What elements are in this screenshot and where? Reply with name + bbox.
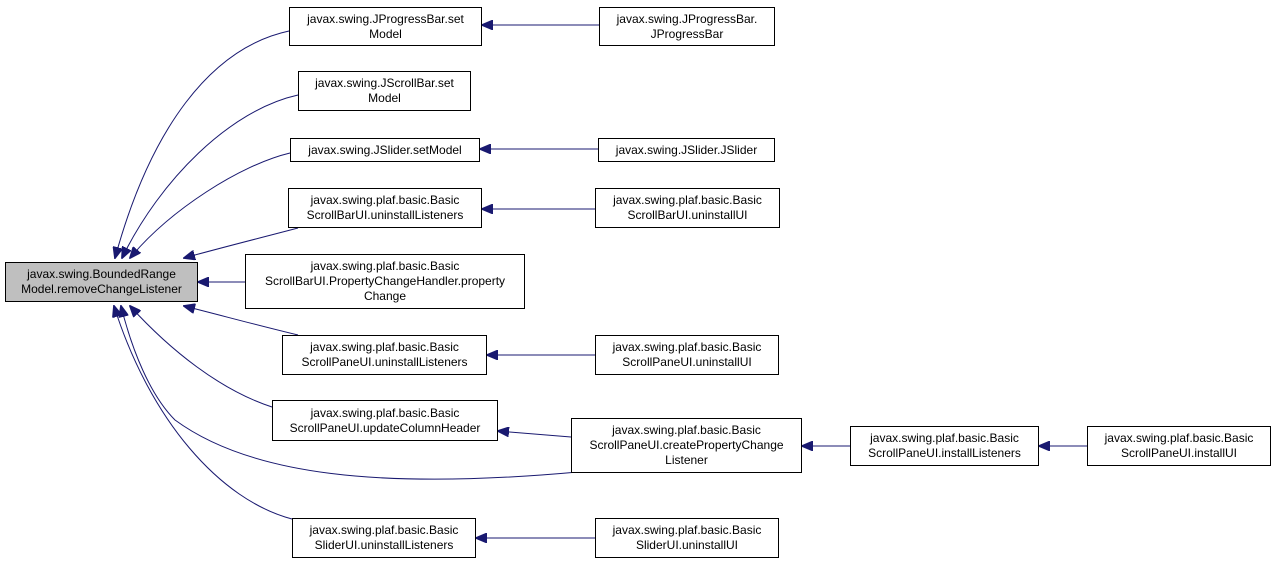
- node-scrollpaneui-installui[interactable]: javax.swing.plaf.basic.Basic ScrollPaneU…: [1087, 426, 1271, 466]
- node-label-line: ScrollPaneUI.installUI: [1120, 446, 1238, 460]
- node-label-line: ScrollPaneUI.createPropertyChange: [589, 438, 784, 452]
- node-label-line: javax.swing.plaf.basic.Basic: [1104, 431, 1254, 445]
- node-scrollpaneui-updatecolumnheader[interactable]: javax.swing.plaf.basic.Basic ScrollPaneU…: [272, 400, 498, 441]
- edge-scrollbarui-uninstalllisteners-to-root: [184, 227, 299, 258]
- edge-sliderui-uninstalllisteners-to-root: [114, 306, 293, 520]
- node-label-line: ScrollBarUI.PropertyChangeHandler.proper…: [264, 274, 506, 288]
- node-label-line: javax.swing.JProgressBar.set: [307, 11, 464, 26]
- edge-jscrollbar-setmodel-to-root: [122, 94, 299, 258]
- node-sliderui-uninstallui[interactable]: javax.swing.plaf.basic.Basic SliderUI.un…: [595, 518, 779, 558]
- node-label-line: javax.swing.plaf.basic.Basic: [310, 405, 460, 420]
- node-label-line: Change: [363, 289, 407, 303]
- node-label-line: Model.removeChangeListener: [21, 282, 182, 296]
- node-label-line: ScrollPaneUI.updateColumnHeader: [289, 420, 481, 435]
- node-label-line: javax.swing.plaf.basic.Basic: [310, 193, 460, 207]
- edge-jslider-setmodel-to-root: [130, 152, 291, 258]
- node-jprogressbar-setmodel[interactable]: javax.swing.JProgressBar.set Model: [289, 7, 482, 46]
- edge-scrollpaneui-uninstalllisteners-to-root: [184, 306, 299, 336]
- node-label-line: SliderUI.uninstallListeners: [314, 538, 454, 552]
- node-label-line: SliderUI.uninstallUI: [635, 538, 739, 552]
- node-label-line: ScrollPaneUI.uninstallUI: [622, 355, 752, 369]
- node-label-line: javax.swing.plaf.basic.Basic: [870, 431, 1019, 445]
- node-scrollbarui-uninstallui[interactable]: javax.swing.plaf.basic.Basic ScrollBarUI…: [595, 188, 780, 228]
- node-jslider-constructor[interactable]: javax.swing.JSlider.JSlider: [598, 138, 775, 162]
- node-jslider-setmodel[interactable]: javax.swing.JSlider.setModel: [290, 138, 480, 162]
- node-jscrollbar-setmodel[interactable]: javax.swing.JScrollBar.set Model: [298, 71, 471, 111]
- node-label-line: javax.swing.plaf.basic.Basic: [613, 193, 762, 207]
- node-scrollpaneui-uninstallui[interactable]: javax.swing.plaf.basic.Basic ScrollPaneU…: [595, 335, 779, 375]
- node-label-line: javax.swing.plaf.basic.Basic: [310, 259, 460, 273]
- node-label-line: Listener: [665, 453, 708, 467]
- node-label-line: javax.swing.BoundedRange: [27, 267, 176, 281]
- node-label-line: javax.swing.plaf.basic.Basic: [612, 340, 762, 354]
- node-boundedrangemodel-removechangelistener[interactable]: javax.swing.BoundedRange Model.removeCha…: [5, 262, 198, 302]
- edge-scrollpaneui-createpcl-to-scrollpaneui-updatecolumnheader: [498, 431, 572, 438]
- edge-scrollpaneui-updatecolumnheader-to-root: [130, 306, 273, 408]
- node-scrollpaneui-createpropertychangelistener[interactable]: javax.swing.plaf.basic.Basic ScrollPaneU…: [571, 418, 802, 473]
- node-label-line: Model: [368, 91, 401, 105]
- node-label-line: JProgressBar: [650, 26, 724, 41]
- node-label-line: Model: [369, 26, 402, 41]
- node-label-line: javax.swing.JScrollBar.set: [315, 76, 454, 90]
- node-label-line: javax.swing.JSlider.JSlider: [615, 142, 758, 157]
- node-label-line: javax.swing.JProgressBar.: [616, 11, 758, 26]
- node-jprogressbar-constructor[interactable]: javax.swing.JProgressBar. JProgressBar: [599, 7, 775, 46]
- node-scrollbarui-uninstalllisteners[interactable]: javax.swing.plaf.basic.Basic ScrollBarUI…: [288, 188, 482, 228]
- node-label-line: ScrollPaneUI.installListeners: [868, 446, 1021, 460]
- node-label-line: javax.swing.plaf.basic.Basic: [310, 340, 459, 354]
- node-label-line: ScrollBarUI.uninstallListeners: [306, 208, 464, 222]
- node-scrollpaneui-installlisteners[interactable]: javax.swing.plaf.basic.Basic ScrollPaneU…: [850, 426, 1039, 466]
- node-label-line: ScrollPaneUI.uninstallListeners: [301, 355, 468, 369]
- node-scrollpaneui-uninstalllisteners[interactable]: javax.swing.plaf.basic.Basic ScrollPaneU…: [282, 335, 487, 375]
- edge-jprogressbar-setmodel-to-root: [115, 30, 290, 258]
- node-label-line: javax.swing.plaf.basic.Basic: [612, 523, 762, 537]
- node-label-line: javax.swing.plaf.basic.Basic: [309, 523, 459, 537]
- node-label-line: javax.swing.plaf.basic.Basic: [612, 423, 761, 437]
- node-label-line: ScrollBarUI.uninstallUI: [627, 208, 748, 222]
- edge-scrollpaneui-createpcl-to-root: [121, 306, 579, 480]
- node-scrollbarui-propertychangehandler-propertychange[interactable]: javax.swing.plaf.basic.Basic ScrollBarUI…: [245, 254, 525, 309]
- node-label-line: javax.swing.JSlider.setModel: [308, 142, 462, 157]
- node-sliderui-uninstalllisteners[interactable]: javax.swing.plaf.basic.Basic SliderUI.un…: [292, 518, 476, 558]
